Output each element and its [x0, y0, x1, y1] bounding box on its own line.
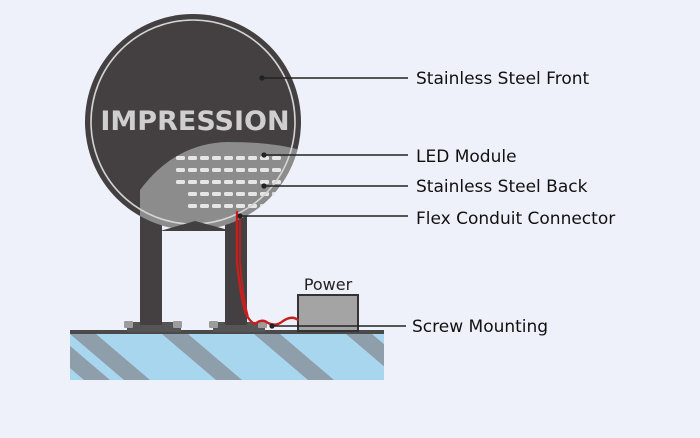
power-unit [297, 294, 359, 332]
led-cell [176, 180, 185, 184]
ground-base [70, 332, 384, 380]
led-cell [248, 192, 257, 196]
led-cell [212, 192, 221, 196]
led-cell [236, 168, 245, 172]
led-cell [260, 180, 269, 184]
led-cell [272, 192, 281, 196]
sign-disc: IMPRESSION [85, 14, 301, 231]
brand-text: IMPRESSION [100, 106, 289, 137]
led-cell [248, 180, 257, 184]
screw-head-3 [209, 321, 218, 328]
ground-hatching [70, 334, 384, 380]
led-cell [212, 180, 221, 184]
label-led-module: LED Module [416, 147, 517, 167]
led-cell [248, 156, 257, 160]
led-cell [224, 192, 233, 196]
screw-head-4 [258, 321, 267, 328]
led-cell [236, 156, 245, 160]
led-cell [260, 168, 269, 172]
led-cell [212, 204, 221, 208]
mounting-feet [124, 321, 267, 332]
wire-path [235, 210, 300, 326]
flex-conduit-wire [235, 210, 300, 326]
power-box: Power [297, 275, 359, 332]
label-flex-conduit-connector: Flex Conduit Connector [416, 209, 615, 229]
label-screw-mounting: Screw Mounting [412, 317, 548, 337]
led-cell [188, 204, 197, 208]
led-cell [236, 204, 245, 208]
led-cell [200, 204, 209, 208]
screw-head-2 [173, 321, 182, 328]
led-cell [176, 156, 185, 160]
led-cell [236, 192, 245, 196]
label-stainless-steel-front: Stainless Steel Front [416, 69, 590, 89]
led-cell [188, 180, 197, 184]
led-cell [200, 180, 209, 184]
screw-head-1 [124, 321, 133, 328]
led-cell [188, 192, 197, 196]
led-cell [236, 180, 245, 184]
callout-dots [237, 75, 275, 329]
led-cell [248, 168, 257, 172]
led-cell [212, 156, 221, 160]
bottom-notch [160, 221, 232, 231]
led-cell [188, 168, 197, 172]
led-cell [260, 156, 269, 160]
left-foot-plate [127, 322, 181, 332]
led-cell [224, 204, 233, 208]
led-cell [176, 168, 185, 172]
led-cell [224, 156, 233, 160]
led-cell [272, 156, 281, 160]
led-cell [272, 168, 281, 172]
led-cell [272, 204, 281, 208]
power-label: Power [304, 275, 353, 294]
led-cell [212, 168, 221, 172]
led-cell [260, 204, 269, 208]
right-foot-plate [213, 322, 265, 332]
led-module [176, 156, 281, 208]
led-cell [200, 192, 209, 196]
led-cell [200, 168, 209, 172]
led-cell [224, 180, 233, 184]
label-stainless-steel-back: Stainless Steel Back [416, 177, 588, 197]
callout-labels: Stainless Steel Front LED Module Stainle… [412, 69, 615, 337]
left-leg [140, 205, 162, 325]
led-cell [188, 156, 197, 160]
callout-leaders [240, 77, 408, 327]
led-cell [224, 168, 233, 172]
led-cell [200, 156, 209, 160]
